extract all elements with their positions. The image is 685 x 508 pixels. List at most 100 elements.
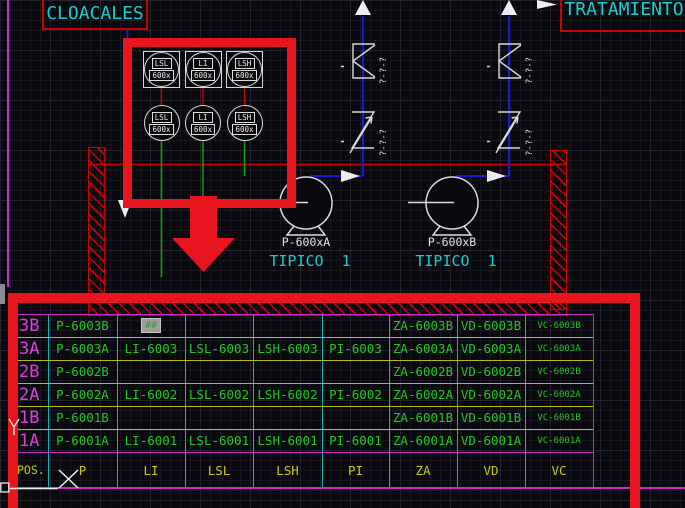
instrument-tag: LI bbox=[193, 58, 213, 69]
table-cell[interactable]: LI-6001 bbox=[124, 433, 178, 448]
table-cell[interactable]: VD-6002A bbox=[460, 387, 522, 402]
table-header: LSL bbox=[207, 462, 231, 478]
instrument-number: 600x bbox=[149, 123, 174, 135]
table-grid-line bbox=[12, 360, 593, 362]
instrument-circle bbox=[226, 105, 263, 141]
table-cell[interactable]: LI-6002 bbox=[124, 387, 178, 402]
table-cell[interactable]: PI-6001 bbox=[329, 433, 382, 448]
row-label: 2B bbox=[19, 361, 40, 382]
row-label: 2A bbox=[19, 384, 40, 405]
drawing-border-line bbox=[7, 0, 9, 287]
table-cell[interactable]: ZA-6002A bbox=[392, 387, 454, 402]
table-cell[interactable]: VC-6003B bbox=[537, 320, 581, 331]
row-label: 1A bbox=[19, 430, 40, 451]
table-cell[interactable]: PI-6003 bbox=[329, 341, 382, 356]
instrument-circle bbox=[227, 52, 262, 87]
valve-tag: ?-?-? bbox=[379, 128, 389, 156]
annotation-rectangle-table bbox=[8, 293, 640, 508]
instrument-number: 600x bbox=[149, 70, 174, 81]
table-cell[interactable]: VD-6002B bbox=[460, 364, 522, 379]
table-cell[interactable]: LSL-6003 bbox=[188, 341, 250, 356]
table-header: VD bbox=[483, 462, 499, 478]
area-label-box-tratamiento[interactable]: TRATAMIENTO bbox=[560, 0, 685, 32]
table-cell[interactable]: PI-6002 bbox=[329, 387, 382, 402]
instrument-number: 600x bbox=[190, 123, 216, 135]
table-cell[interactable]: VC-6003A bbox=[537, 343, 581, 354]
table-header: PI bbox=[347, 462, 364, 478]
table-cell[interactable]: P-6002B bbox=[56, 364, 109, 379]
instrument-tag: LI bbox=[193, 111, 213, 123]
table-cell[interactable]: VD-6003B bbox=[460, 318, 522, 333]
table-cell[interactable]: LSH-6003 bbox=[257, 341, 318, 356]
instrument-tag: LSL bbox=[151, 111, 172, 123]
table-cell[interactable]: P-6003A bbox=[56, 341, 109, 356]
instrument-symbol-lsl[interactable]: LSL 600x bbox=[143, 51, 180, 88]
tank-wall-right[interactable] bbox=[550, 150, 567, 310]
valve-tag: ?-?-? bbox=[525, 56, 535, 84]
table-cell[interactable]: ZA-6001A bbox=[392, 433, 454, 448]
row-label: 3B bbox=[19, 315, 40, 336]
table-cell[interactable]: VC-6001A bbox=[537, 435, 581, 446]
flow-arrow-right-icon bbox=[537, 0, 557, 9]
table-cell[interactable]: P-6002A bbox=[56, 387, 109, 402]
table-header: POS. bbox=[17, 463, 45, 477]
table-cell[interactable]: ## bbox=[117, 314, 185, 337]
table-cell[interactable]: LSL-6002 bbox=[188, 387, 250, 402]
table-cell[interactable]: ZA-6003A bbox=[392, 341, 454, 356]
screen-edge-artifact bbox=[0, 284, 5, 304]
typical-note: TIPICO 1 bbox=[269, 252, 351, 270]
valve-icon[interactable] bbox=[341, 111, 522, 154]
table-header: ZA bbox=[415, 462, 431, 478]
instrument-number: 600x bbox=[190, 70, 216, 81]
table-cell[interactable]: ZA-6003B bbox=[392, 318, 454, 333]
table-cell[interactable]: LI-6003 bbox=[124, 341, 178, 356]
instrument-symbol-lsh[interactable]: LSH 600x bbox=[226, 51, 263, 88]
table-grid-line bbox=[12, 337, 593, 339]
discharge-piping bbox=[310, 16, 510, 177]
table-cell[interactable]: P-6003B bbox=[56, 318, 109, 333]
table-grid-line bbox=[185, 314, 187, 488]
cell-edit-field[interactable]: ## bbox=[140, 318, 162, 333]
instrument-symbol-li[interactable]: LI 600x bbox=[185, 105, 221, 141]
pump-symbol[interactable] bbox=[408, 176, 479, 236]
valve-tag: ?-?-? bbox=[379, 56, 389, 84]
table-cell[interactable]: VD-6001B bbox=[460, 410, 522, 425]
area-label: TRATAMIENTO bbox=[564, 0, 684, 20]
table-cell[interactable]: ZA-6001B bbox=[392, 410, 454, 425]
table-cell[interactable]: VD-6003A bbox=[460, 341, 522, 356]
check-valve-icon[interactable] bbox=[341, 43, 522, 79]
area-label-box-cloacales[interactable]: CLOACALES bbox=[42, 0, 148, 30]
instrument-symbol-lsl[interactable]: LSL 600x bbox=[143, 105, 180, 141]
table-grid-line bbox=[117, 314, 119, 488]
instrument-symbol-li[interactable]: LI 600x bbox=[184, 51, 222, 88]
instrument-number: 600x bbox=[232, 123, 257, 135]
table-cell[interactable]: LSH-6002 bbox=[257, 387, 318, 402]
flow-arrow-right-icon bbox=[487, 170, 506, 182]
table-grid-line bbox=[12, 383, 593, 385]
table-cell[interactable]: ZA-6002B bbox=[392, 364, 454, 379]
tank-wall-left[interactable] bbox=[88, 147, 105, 300]
table-cell[interactable]: P-6001A bbox=[56, 433, 109, 448]
table-cell[interactable]: VC-6002A bbox=[537, 389, 581, 400]
table-cell[interactable]: VD-6001A bbox=[460, 433, 522, 448]
table-cell[interactable]: LSH-6001 bbox=[257, 433, 318, 448]
pump-label: P-600xB bbox=[427, 235, 477, 249]
table-grid-line bbox=[593, 314, 595, 488]
instrument-symbol-lsh[interactable]: LSH 600x bbox=[226, 105, 263, 141]
flow-arrow-up-icon bbox=[355, 0, 371, 15]
table-cell[interactable]: LSL-6001 bbox=[188, 433, 250, 448]
table-grid-line bbox=[322, 314, 324, 488]
table-cell[interactable]: VC-6001B bbox=[537, 412, 581, 423]
instrument-number: 600x bbox=[232, 70, 257, 81]
table-grid-line bbox=[48, 314, 50, 488]
valve-tag: ?-?-? bbox=[525, 128, 535, 156]
table-grid-line bbox=[389, 314, 391, 488]
table-header: P bbox=[78, 462, 87, 478]
pump-label: P-600xA bbox=[281, 235, 331, 249]
instrument-tag: LSH bbox=[234, 58, 255, 69]
table-cell[interactable]: VC-6002B bbox=[537, 366, 581, 377]
table-header: VC bbox=[551, 462, 567, 478]
table-cell[interactable]: P-6001B bbox=[56, 410, 109, 425]
